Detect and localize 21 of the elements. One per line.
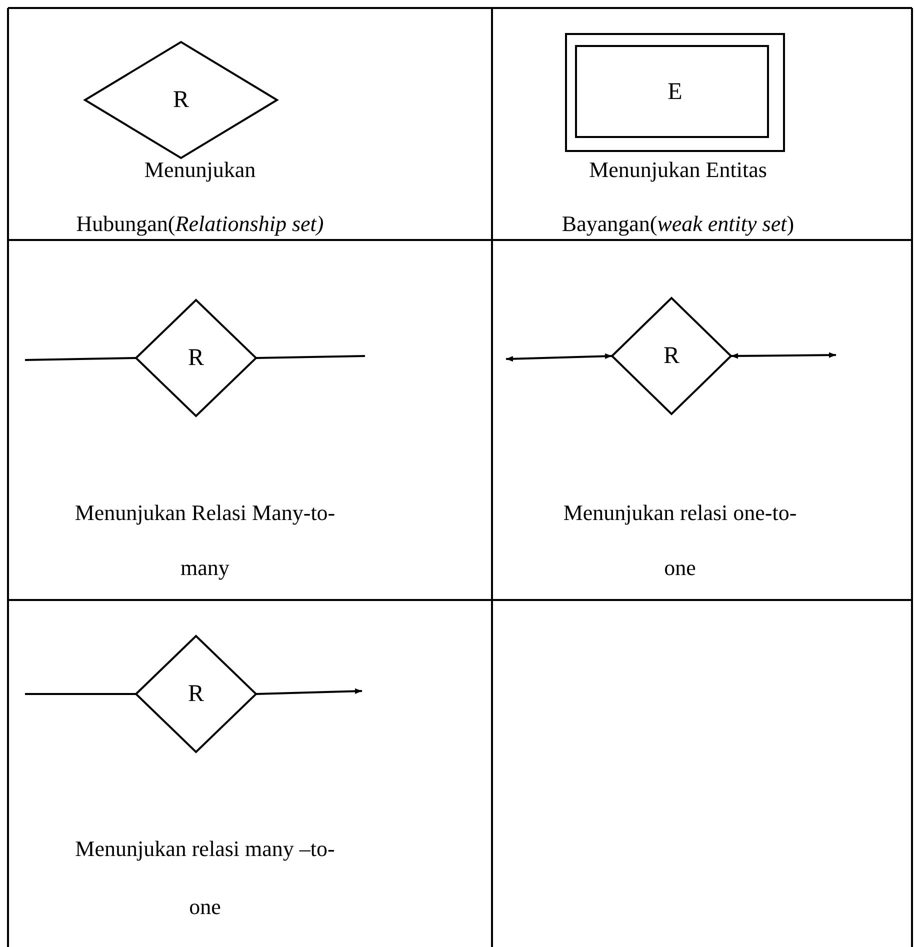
connector-line bbox=[730, 352, 836, 359]
description-text: Menunjukan Hubungan(Relationship set) bbox=[75, 156, 325, 238]
connector-line bbox=[506, 353, 612, 362]
description-text: Menunjukan Entitas Bayangan(weak entity set) bbox=[560, 156, 796, 238]
description-text: Menunjukan relasi many –to-one bbox=[74, 835, 336, 921]
connector-line bbox=[256, 355, 366, 359]
symbol-letter: R bbox=[663, 342, 680, 370]
relationship-diamond bbox=[85, 42, 277, 158]
description-text: Menunjukan Relasi Many-to-many bbox=[74, 499, 336, 582]
symbol-letter: R bbox=[188, 680, 204, 708]
relationship-diamond bbox=[612, 298, 731, 414]
connector-line bbox=[25, 693, 136, 695]
relationship-diamond bbox=[136, 636, 256, 752]
connector-line bbox=[24, 357, 136, 361]
symbol-letter: R bbox=[188, 344, 204, 372]
relationship-diamond bbox=[136, 300, 256, 416]
weak-entity-box bbox=[565, 33, 785, 152]
connector-line bbox=[256, 688, 362, 695]
symbol-letter: E bbox=[668, 79, 682, 106]
symbol-letter: R bbox=[172, 86, 189, 114]
description-text: Menunjukan relasi one-to-one bbox=[562, 499, 798, 582]
